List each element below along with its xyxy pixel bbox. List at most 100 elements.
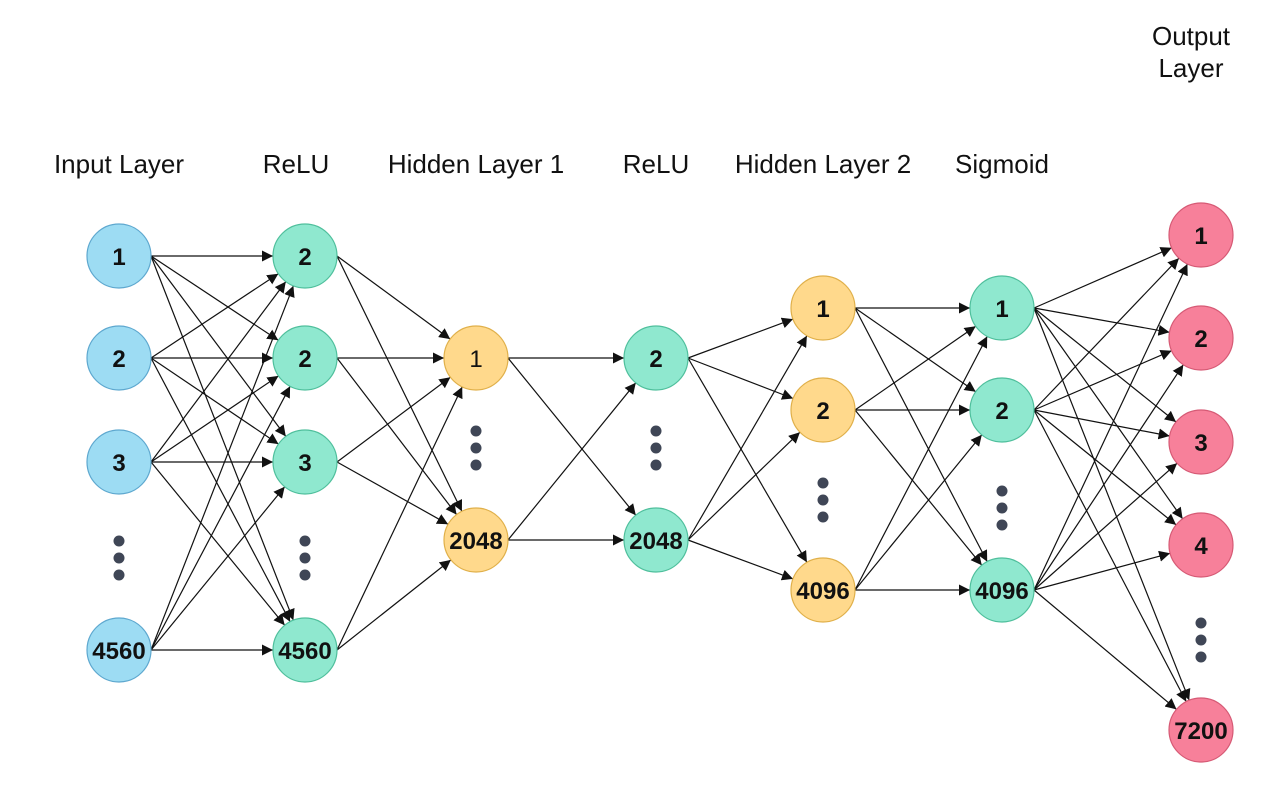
hidden2-neuron-label: 2 xyxy=(816,398,829,425)
input-neuron-label: 4560 xyxy=(92,638,145,665)
hidden2-neuron-circle xyxy=(790,557,856,623)
hidden1-ellipsis-dot xyxy=(470,442,482,454)
input-layer-label: Input Layer xyxy=(54,149,184,179)
sigmoid-neuron-circle xyxy=(969,557,1035,623)
output-neuron: 3 xyxy=(1168,409,1234,475)
hidden1-neuron: 2048 xyxy=(443,507,509,573)
sigmoid-neuron: 1 xyxy=(969,275,1035,341)
sigmoid-neuron: 2 xyxy=(969,377,1035,443)
input-neuron-circle xyxy=(86,617,152,683)
input-neuron: 1 xyxy=(86,223,152,289)
connection-sigmoid-3-to-output-2 xyxy=(1033,462,1178,591)
connection-input-0-to-relu1-4 xyxy=(150,255,295,621)
sigmoid-neuron-label: 1 xyxy=(995,296,1008,323)
hidden1-ellipsis-dot xyxy=(470,459,482,471)
hidden1-neuron-circle xyxy=(443,325,509,391)
output-neuron-label: 7200 xyxy=(1174,718,1227,745)
connection-input-1-to-relu1-2 xyxy=(150,357,279,445)
relu1-ellipsis-dot xyxy=(299,552,311,564)
connection-hidden2-0-to-sigmoid-3 xyxy=(854,307,988,562)
connection-input-1-to-relu1-0 xyxy=(150,273,279,359)
output-neuron-label: 4 xyxy=(1194,533,1208,560)
connection-relu2-0-to-hidden2-1 xyxy=(687,357,794,400)
sigmoid-ellipsis-dot xyxy=(996,485,1008,497)
relu2-neuron-circle xyxy=(623,507,689,573)
connection-sigmoid-3-to-output-3 xyxy=(1033,550,1171,591)
hidden1-neuron-label: 2048 xyxy=(449,528,502,555)
input-neuron-label: 3 xyxy=(112,450,125,477)
connection-sigmoid-1-to-output-1 xyxy=(1033,350,1172,411)
hidden2-neuron-label: 4096 xyxy=(796,578,849,605)
hidden1-neuron: 1 xyxy=(443,325,509,391)
connection-input-1-to-relu1-4 xyxy=(150,357,291,622)
connection-hidden2-1-to-sigmoid-3 xyxy=(854,409,983,566)
input-ellipsis-dot xyxy=(113,552,125,564)
output-neuron: 4 xyxy=(1168,512,1234,578)
input-neuron-circle xyxy=(86,429,152,495)
connection-input-4-to-relu1-1 xyxy=(150,386,291,651)
hidden2-ellipsis-dot xyxy=(817,511,829,523)
output-ellipsis-dot xyxy=(1195,617,1207,629)
input-ellipsis-dot xyxy=(113,535,125,547)
sigmoid-neuron-label: 4096 xyxy=(975,578,1028,605)
connection-relu1-2-to-hidden1-2 xyxy=(336,461,449,525)
output-neuron-label: 1 xyxy=(1194,223,1207,250)
input-neuron-label: 2 xyxy=(112,346,125,373)
connection-input-2-to-relu1-1 xyxy=(150,375,279,463)
relu1-neuron: 2 xyxy=(272,223,338,289)
connection-relu1-2-to-hidden1-0 xyxy=(336,376,451,463)
connection-relu1-0-to-hidden1-0 xyxy=(336,255,451,340)
input-neuron: 3 xyxy=(86,429,152,495)
relu2-ellipsis-dot xyxy=(650,459,662,471)
connection-relu2-0-to-hidden2-3 xyxy=(687,357,808,563)
relu2-neuron-label: 2 xyxy=(649,346,662,373)
relu1-ellipsis-dot xyxy=(299,569,311,581)
output-neuron-circle xyxy=(1168,512,1234,578)
hidden2-neuron-circle xyxy=(790,275,856,341)
output-ellipsis-dot xyxy=(1195,651,1207,663)
hidden2-neuron: 2 xyxy=(790,377,856,443)
connection-sigmoid-0-to-output-0 xyxy=(1033,247,1172,309)
hidden2-neuron-circle xyxy=(790,377,856,443)
connection-sigmoid-1-to-output-0 xyxy=(1033,257,1180,411)
sigmoid-ellipsis-dot xyxy=(996,519,1008,531)
hidden2-neuron: 1 xyxy=(790,275,856,341)
hidden2-neuron-label: 1 xyxy=(816,296,829,323)
sigmoid-layer-label: Sigmoid xyxy=(955,149,1049,179)
relu1-neuron-circle xyxy=(272,223,338,289)
hidden1-neuron-circle xyxy=(443,507,509,573)
connection-input-4-to-relu1-0 xyxy=(150,285,295,651)
relu1-neuron-label: 2 xyxy=(298,346,311,373)
input-neuron-circle xyxy=(86,223,152,289)
connection-sigmoid-1-to-output-2 xyxy=(1033,409,1170,440)
connection-hidden2-1-to-sigmoid-0 xyxy=(854,325,977,411)
connection-sigmoid-1-to-output-5 xyxy=(1033,409,1187,702)
output-neuron: 7200 xyxy=(1168,697,1234,763)
connection-relu2-2-to-hidden2-0 xyxy=(687,335,808,541)
output-layer-label: Layer xyxy=(1158,53,1223,83)
connection-hidden2-0-to-sigmoid-1 xyxy=(854,307,977,393)
sigmoid-ellipsis-dot xyxy=(996,502,1008,514)
connection-sigmoid-0-to-output-5 xyxy=(1033,307,1191,701)
connection-input-0-to-relu1-1 xyxy=(150,255,279,341)
connection-input-2-to-relu1-4 xyxy=(150,461,286,626)
connection-relu2-2-to-hidden2-3 xyxy=(687,539,794,581)
relu2-neuron: 2 xyxy=(623,325,689,391)
hidden1-layer-label: Hidden Layer 1 xyxy=(388,149,564,179)
connection-input-2-to-relu1-0 xyxy=(150,281,287,463)
relu2-layer-label: ReLU xyxy=(623,149,689,179)
hidden1-neuron-label: 1 xyxy=(469,346,482,373)
connection-sigmoid-3-to-output-1 xyxy=(1033,364,1184,591)
hidden2-ellipsis-dot xyxy=(817,477,829,489)
relu1-neuron: 2 xyxy=(272,325,338,391)
sigmoid-neuron-label: 2 xyxy=(995,398,1008,425)
output-neuron-circle xyxy=(1168,697,1234,763)
connection-relu1-4-to-hidden1-0 xyxy=(336,386,463,651)
connection-input-0-to-relu1-2 xyxy=(150,255,287,437)
sigmoid-neuron: 4096 xyxy=(969,557,1035,623)
sigmoid-neuron-circle xyxy=(969,377,1035,443)
input-neuron-circle xyxy=(86,325,152,391)
connection-hidden2-3-to-sigmoid-1 xyxy=(854,434,983,591)
connection-relu2-2-to-hidden2-1 xyxy=(687,431,801,541)
output-ellipsis-dot xyxy=(1195,634,1207,646)
